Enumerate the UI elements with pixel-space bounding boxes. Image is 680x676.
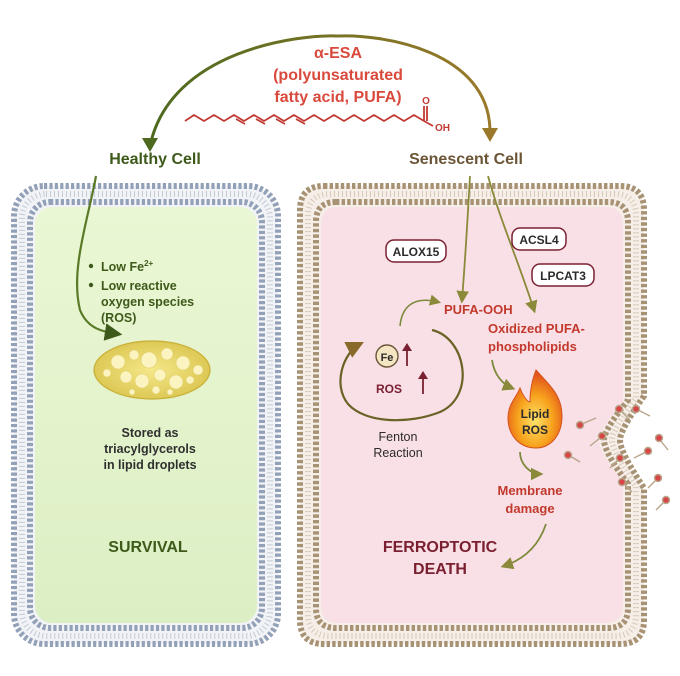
fenton-cycle-arrow — [339, 328, 464, 422]
oxidized-pufa-line1: Oxidized PUFA- — [488, 321, 585, 336]
healthy-cell — [11, 183, 281, 647]
enzyme-alox15-label: ALOX15 — [393, 245, 440, 259]
enzyme-alox15-box: ALOX15 — [385, 239, 447, 263]
lipid-ros-line1: Lipid — [521, 407, 550, 421]
enzyme-lpcat3-box: LPCAT3 — [531, 263, 595, 287]
top-arc-arrow — [148, 34, 492, 147]
arrow-to-oxidized-pufa — [487, 175, 538, 314]
survival-outcome: SURVIVAL — [108, 539, 188, 556]
bullet-low-fe: Low Fe — [101, 260, 144, 274]
carboxyl-oh-label: OH — [435, 123, 450, 134]
arc-head-left — [142, 138, 158, 152]
lipid-ros-line2: ROS — [522, 423, 548, 437]
oxidized-pufa-line2: phospholipids — [488, 339, 577, 354]
ros-up-arrow-icon — [418, 371, 428, 394]
fenton-line2: Reaction — [373, 446, 422, 460]
stored-line1: Stored as — [122, 426, 179, 440]
arrow-to-pufa-ooh — [456, 175, 471, 304]
healthy-cytoplasm — [35, 207, 257, 623]
healthy-cell-label: Healthy Cell — [109, 151, 201, 168]
fenton-line1: Fenton — [379, 430, 418, 444]
healthy-bullets: Low Fe2+ Low reactive oxygen species (RO… — [88, 259, 194, 325]
healthy-entry-arrow — [76, 175, 123, 341]
ros-label: ROS — [376, 382, 402, 396]
arrow-to-ferroptotic-death — [500, 523, 547, 570]
stored-line2: triacylglycerols — [104, 442, 196, 456]
ferroptotic-death-line2: DEATH — [413, 561, 467, 578]
ferroptotic-death-line1: FERROPTOTIC — [383, 539, 498, 556]
enzyme-lpcat3-label: LPCAT3 — [540, 269, 586, 283]
fe-badge: Fe — [375, 344, 399, 368]
membrane-damage-line2: damage — [505, 501, 554, 516]
bullet-low-ros-line2: oxygen species — [101, 295, 194, 309]
stored-line3: in lipid droplets — [103, 458, 196, 472]
senescent-cell-label: Senescent Cell — [409, 151, 523, 168]
arrow-to-membrane-damage — [519, 451, 544, 481]
carboxyl-o-label: O — [422, 96, 430, 107]
alpha-esa-subtitle-line2: fatty acid, PUFA) — [274, 89, 401, 106]
fe-label: Fe — [381, 352, 394, 364]
enzyme-acsl4-box: ACSL4 — [511, 227, 567, 251]
membrane-damage-line1: Membrane — [497, 483, 562, 498]
lipid-ros-flame-icon — [507, 369, 563, 449]
arc-head-right — [482, 128, 498, 142]
pufa-ooh-label: PUFA-OOH — [444, 302, 513, 317]
bullet-low-ros-line1: Low reactive — [101, 279, 177, 293]
senescent-cytoplasm — [321, 207, 623, 623]
arrow-to-lipid-ros — [491, 359, 516, 391]
bullet-low-fe-sup: 2+ — [144, 259, 153, 268]
senescent-cell — [297, 183, 647, 647]
alpha-esa-molecule — [184, 106, 434, 127]
fenton-feed-arrow — [399, 294, 442, 327]
alpha-esa-title: α-ESA — [314, 45, 363, 62]
fe-up-arrow-icon — [402, 343, 412, 366]
enzyme-acsl4-label: ACSL4 — [519, 233, 559, 247]
released-lipid-fragments — [563, 404, 671, 511]
alpha-esa-header: α-ESA (polyunsaturated fatty acid, PUFA)… — [142, 34, 498, 152]
lipid-droplet-icon — [93, 340, 211, 400]
alpha-esa-subtitle-line1: (polyunsaturated — [273, 67, 403, 84]
svg-text:Low Fe2+: Low Fe2+ — [101, 259, 154, 274]
bullet-low-ros-line3: (ROS) — [101, 311, 136, 325]
